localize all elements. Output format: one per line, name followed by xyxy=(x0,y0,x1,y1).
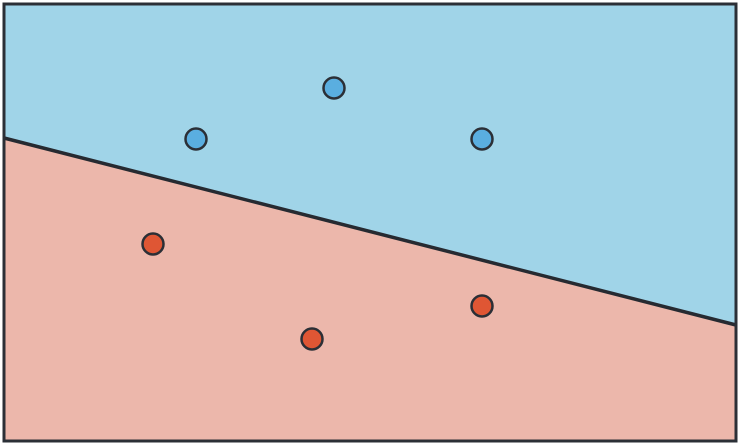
red-data-point xyxy=(470,294,494,318)
blue-data-point xyxy=(470,127,494,151)
blue-data-point xyxy=(184,127,208,151)
red-data-point xyxy=(300,327,324,351)
blue-data-point xyxy=(322,76,346,100)
data-points-layer xyxy=(141,76,494,351)
decision-boundary-line xyxy=(3,136,737,327)
region-above-boundary xyxy=(4,4,736,325)
region-below-boundary xyxy=(4,138,736,441)
red-data-point xyxy=(141,232,165,256)
